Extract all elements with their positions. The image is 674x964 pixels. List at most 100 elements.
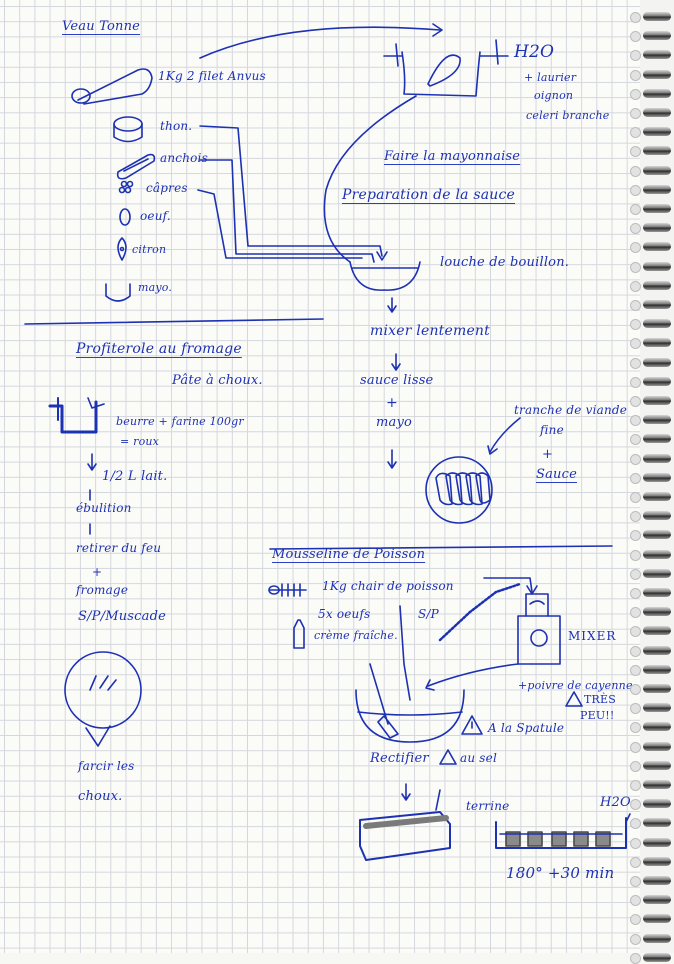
spiral-coil <box>643 204 671 213</box>
punched-hole <box>630 837 641 849</box>
spiral-coil <box>643 319 671 329</box>
punched-hole <box>630 952 641 964</box>
arrow-anchois <box>200 160 374 262</box>
saucepan-icon <box>50 398 104 432</box>
spiral-coil <box>643 338 671 348</box>
sauce-label: Sauce <box>536 467 578 482</box>
punched-hole <box>630 50 641 62</box>
mixer-label: MIXER <box>568 629 617 643</box>
step-creme: crème fraîche. <box>314 629 398 642</box>
spiral-coil <box>643 914 671 924</box>
ingredient-mayo: mayo. <box>138 281 173 294</box>
bouillon-h2o: H2O <box>514 42 555 62</box>
down-arrow-terrine <box>402 784 410 800</box>
farcir-line1: farcir les <box>78 759 135 773</box>
punched-hole <box>630 31 641 43</box>
spiral-coil <box>643 780 671 789</box>
step-oeufs: 5x oeufs <box>318 607 371 621</box>
spiral-coil <box>643 184 671 194</box>
plate-meat-icon <box>426 457 492 523</box>
step-assaisonnement: S/P/Muscade <box>78 609 167 624</box>
spiral-coil <box>643 645 671 655</box>
step-mixer: mixer lentement <box>370 323 490 339</box>
arrow-poisson-mixer <box>484 578 532 592</box>
punched-hole <box>630 415 641 427</box>
punched-hole <box>630 319 641 331</box>
bottle-icon <box>294 620 304 648</box>
spiral-coil <box>643 415 671 425</box>
step-spatule: A la Spatule <box>488 721 565 735</box>
punched-hole <box>630 261 641 273</box>
step-mayo: mayo <box>376 415 413 430</box>
spiral-coil <box>643 588 671 597</box>
spiral-coil <box>643 492 671 501</box>
spiral-coil <box>643 664 671 674</box>
punched-hole <box>630 165 641 177</box>
step-rectifier: Rectifier <box>370 751 429 766</box>
step-cayenne: +poivre de cayenne <box>518 679 633 692</box>
punched-hole <box>630 741 641 753</box>
spiral-coil <box>643 31 671 41</box>
mixing-bowl-icon <box>356 664 464 742</box>
punched-hole <box>630 300 641 311</box>
ingredient-citron: citron <box>132 243 167 256</box>
down-arrow-1 <box>388 298 396 312</box>
spiral-coil <box>643 280 671 290</box>
step-fromage: fromage <box>76 583 129 597</box>
spiral-coil <box>643 50 671 60</box>
punched-hole <box>630 530 641 542</box>
choux-icon <box>65 652 141 746</box>
punched-hole <box>630 895 641 907</box>
spiral-coil <box>643 453 671 463</box>
meat-roll-icon <box>72 69 152 104</box>
spiral-coil <box>643 223 671 233</box>
punched-hole <box>630 914 641 926</box>
terrine-label: terrine <box>466 799 510 813</box>
mousseline-title: Mousseline de Poisson <box>272 547 426 562</box>
step-chair: 1Kg chair de poisson <box>322 579 454 593</box>
aromate-laurier: + laurier <box>524 71 577 84</box>
punched-hole <box>630 511 641 523</box>
punched-hole <box>630 607 641 619</box>
spiral-coil <box>643 952 671 962</box>
ingredient-anchois: anchois <box>160 151 208 165</box>
arrow-meat-to-pot <box>200 27 440 58</box>
step-sp: S/P <box>418 607 439 621</box>
step-sauce-lisse: sauce lisse <box>360 373 434 388</box>
spiral-coil <box>643 837 671 847</box>
mayo-bowl-icon <box>106 284 130 301</box>
punched-hole <box>630 223 641 235</box>
punched-hole <box>630 472 641 484</box>
arrow-capres <box>198 190 362 258</box>
arrow-to-plate <box>490 418 520 452</box>
spiral-coil <box>643 549 671 559</box>
cuisson-label: 180° +30 min <box>506 864 615 882</box>
arrow-mixer-bowl <box>428 664 518 686</box>
step-retirer: retirer du feu <box>76 541 162 555</box>
warning-triangle-spatule <box>462 716 482 734</box>
spiral-binding <box>640 0 674 962</box>
tres-peu-line1: TRÈS <box>584 693 616 706</box>
bain-marie-icon <box>496 814 630 848</box>
punched-hole <box>630 280 641 292</box>
spiral-coil <box>643 165 671 175</box>
punched-hole <box>630 626 641 638</box>
capers-icon <box>120 182 133 193</box>
aromate-celeri: celeri branche <box>526 109 610 122</box>
spiral-coil <box>643 376 671 386</box>
spiral-coil <box>643 511 671 521</box>
punched-hole <box>630 146 641 158</box>
anchovy-tin-icon <box>118 155 155 179</box>
step-roux: = roux <box>120 435 160 448</box>
tranche-line2: fine <box>540 423 564 437</box>
punched-hole <box>630 396 641 407</box>
punched-hole <box>630 664 641 676</box>
spiral-coil <box>643 876 671 885</box>
spiral-coil <box>643 607 671 617</box>
punched-hole <box>630 69 641 81</box>
sauce-plus2: + <box>542 447 554 462</box>
punched-hole <box>630 338 641 350</box>
farcir-line2: choux. <box>78 789 123 804</box>
spiral-coil <box>643 722 671 732</box>
